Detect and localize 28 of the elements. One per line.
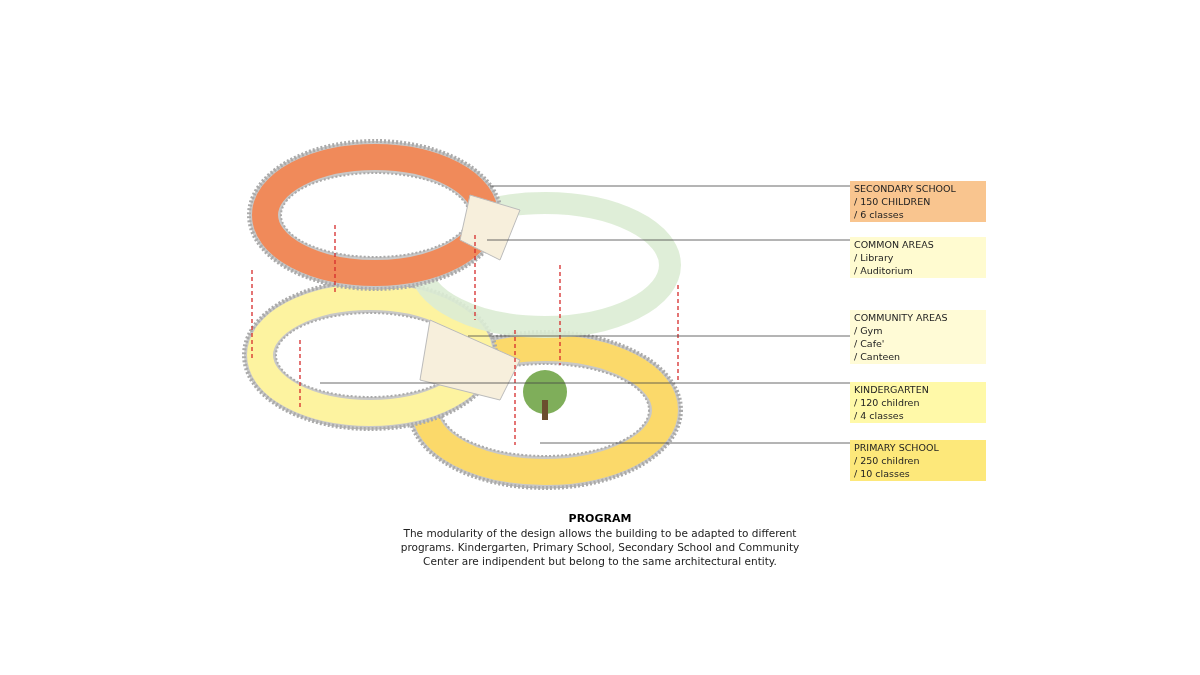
program-label-card bbox=[850, 310, 986, 364]
program-detail: / Library bbox=[854, 251, 895, 264]
program-detail: / 120 children bbox=[854, 396, 921, 409]
leader-line bbox=[319, 382, 851, 384]
diagram-title: PROGRAM bbox=[567, 512, 633, 525]
program-detail: / 4 classes bbox=[854, 409, 905, 422]
program-detail: / 150 CHILDREN bbox=[854, 195, 932, 208]
program-detail: / 6 classes bbox=[854, 208, 905, 221]
program-heading: COMMUNITY AREAS bbox=[854, 311, 949, 324]
program-label-card bbox=[850, 382, 986, 423]
program-label-card bbox=[850, 181, 986, 222]
program-detail: / 10 classes bbox=[854, 467, 911, 480]
leader-line bbox=[539, 442, 851, 444]
program-detail: / Gym bbox=[854, 324, 884, 337]
leader-line bbox=[467, 335, 851, 337]
program-heading: KINDERGARTEN bbox=[854, 383, 930, 396]
program-heading: PRIMARY SCHOOL bbox=[854, 441, 940, 454]
program-label-card bbox=[850, 237, 986, 278]
program-heading: SECONDARY SCHOOL bbox=[854, 182, 957, 195]
program-detail: / Canteen bbox=[854, 350, 902, 363]
program-detail: / Auditorium bbox=[854, 264, 914, 277]
leader-line bbox=[489, 185, 851, 187]
caption-text: The modularity of the design allows the building to be adapted to different programs. Kindergarten, Primary School, Secondary School and Community Center are indipendent but belong to the same architectural entity. bbox=[399, 526, 801, 568]
program-detail: / Cafe' bbox=[854, 337, 886, 350]
program-detail: / 250 children bbox=[854, 454, 921, 467]
leader-line bbox=[486, 239, 851, 241]
program-heading: COMMON AREAS bbox=[854, 238, 935, 251]
program-label-card bbox=[850, 440, 986, 481]
